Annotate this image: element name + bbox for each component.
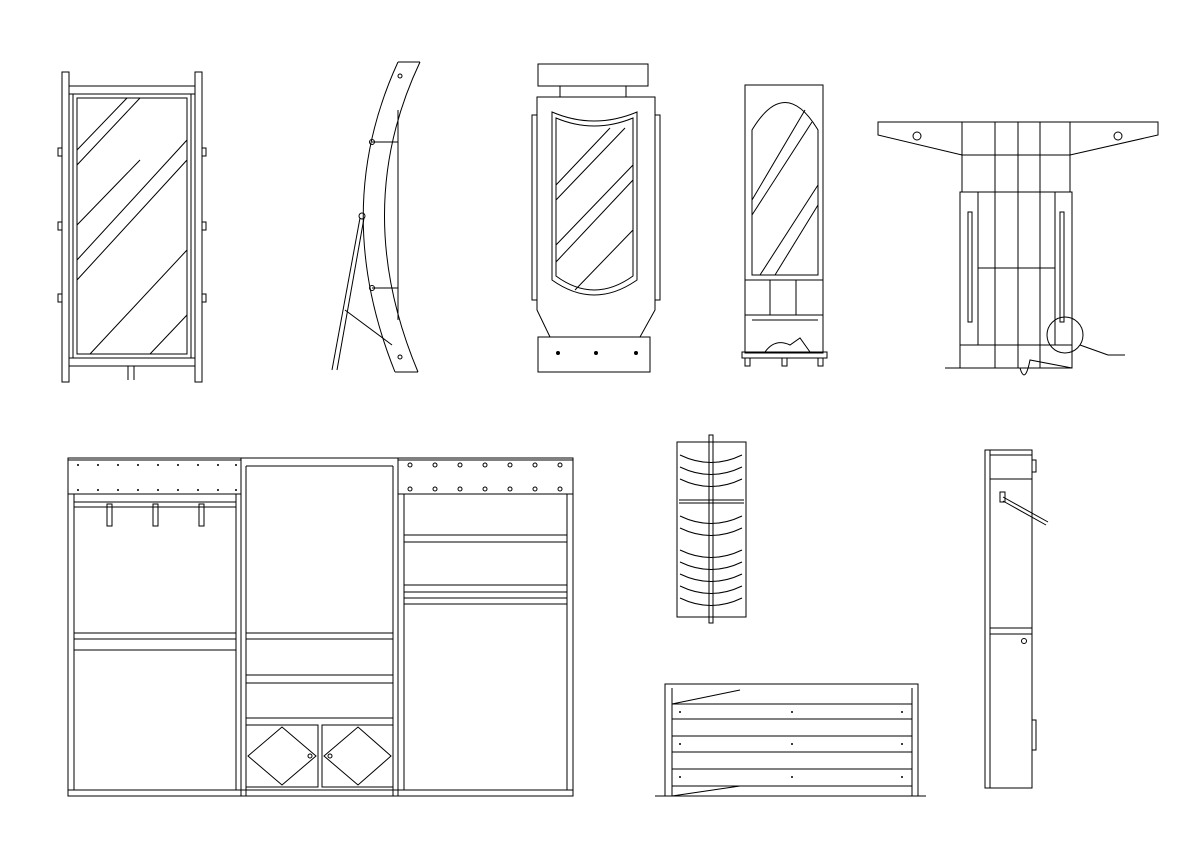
stand-elevation — [877, 121, 1159, 376]
rivet-row — [77, 462, 563, 492]
coat-cabinet-side-view — [984, 449, 1049, 789]
curved-mirror-side-view — [331, 61, 421, 373]
mirror-shoe-cabinet-elevation — [741, 84, 828, 367]
framed-mirror-elevation — [57, 71, 207, 383]
shoe-cabinet-elevation — [655, 683, 926, 797]
shoe-rack-elevation — [676, 434, 747, 624]
panel-mirror-elevation — [531, 63, 661, 373]
wardrobe-elevation — [67, 457, 574, 797]
